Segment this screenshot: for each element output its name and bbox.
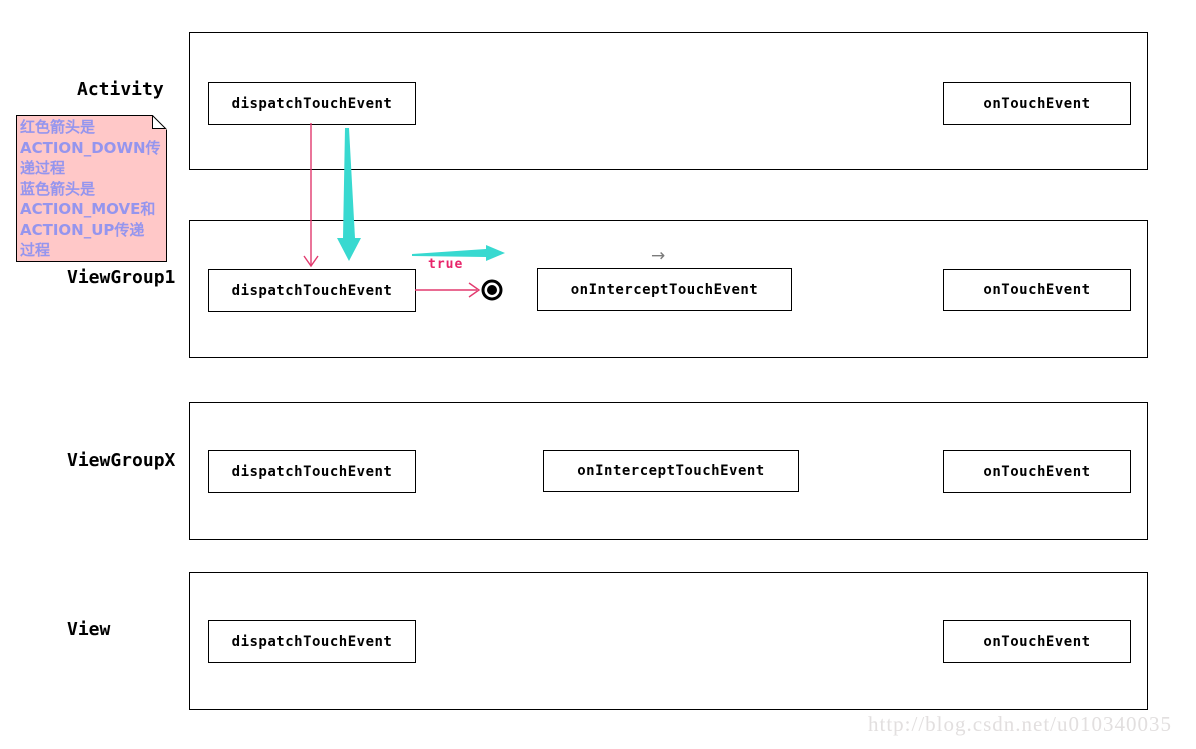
view-dispatchtouchevent-box: dispatchTouchEvent (208, 620, 416, 663)
note-fold-corner-icon (152, 115, 167, 130)
note-line: 蓝色箭头是 (20, 179, 96, 198)
viewgroup1-onintercepttouchevent-box: onInterceptTouchEvent (537, 268, 792, 311)
lane-label-viewgroup1: ViewGroup1 (67, 267, 176, 288)
view-ontouchevent-box: onTouchEvent (943, 620, 1131, 663)
lane-label-activity: Activity (77, 79, 164, 100)
viewgroupx-dispatchtouchevent-box: dispatchTouchEvent (208, 450, 416, 493)
activity-dispatchtouchevent-box: dispatchTouchEvent (208, 82, 416, 125)
viewgroupx-ontouchevent-box: onTouchEvent (943, 450, 1131, 493)
note-line: ACTION_DOWN传 (20, 138, 161, 157)
gray-right-arrow-icon: → (651, 246, 666, 266)
watermark: http://blog.csdn.net/u010340035 (868, 712, 1172, 736)
viewgroup1-dispatchtouchevent-box: dispatchTouchEvent (208, 269, 416, 312)
viewgroup1-ontouchevent-box: onTouchEvent (943, 269, 1131, 311)
note-line: ACTION_MOVE和 (20, 200, 156, 218)
legend-note: 红色箭头是 ACTION_DOWN传 递过程 蓝色箭头是 ACTION_MOVE… (16, 115, 167, 262)
note-line: 红色箭头是 (20, 118, 96, 136)
activity-ontouchevent-box: onTouchEvent (943, 82, 1131, 125)
note-line: ACTION_UP传递 (20, 220, 145, 239)
lane-label-view: View (67, 619, 111, 640)
note-line: 过程 (20, 241, 51, 259)
viewgroupx-onintercepttouchevent-box: onInterceptTouchEvent (543, 450, 799, 492)
lane-label-viewgroupx: ViewGroupX (67, 450, 176, 471)
true-return-label: true (428, 257, 464, 272)
note-line: 递过程 (20, 159, 66, 177)
